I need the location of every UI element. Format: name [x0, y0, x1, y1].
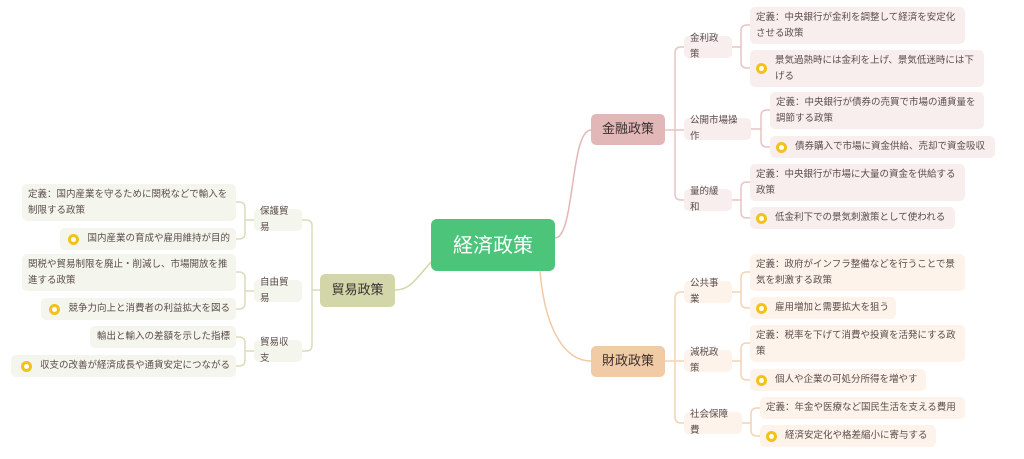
- tip-text: 低金利下での景気刺激策として使われる: [775, 212, 946, 223]
- tip-text: 収支の改善が経済成長や通貨安定につながる: [39, 360, 230, 371]
- sub-node[interactable]: 金利政策: [684, 33, 732, 60]
- sub-node[interactable]: 自由貿易: [254, 277, 302, 304]
- tip-text: 債券購入で市場に資金供給、売却で資金吸収: [795, 141, 986, 152]
- definition-node[interactable]: 輸出と輸入の差額を示した指標: [90, 326, 236, 348]
- main-node-trade[interactable]: 貿易政策: [320, 274, 395, 307]
- definition-node[interactable]: 関税や貿易制限を廃止・削減し、市場開放を推進する政策: [22, 254, 236, 291]
- tip-text: 個人や企業の可処分所得を増やす: [775, 374, 918, 385]
- tip-node[interactable]: 景気過熱時には金利を上げ、景気低迷時には下げる: [750, 50, 984, 87]
- tip-text: 景気過熱時には金利を上げ、景気低迷時には下げる: [775, 54, 974, 82]
- tip-node[interactable]: 債券購入で市場に資金供給、売却で資金吸収: [770, 136, 995, 158]
- lightbulb-icon: [756, 302, 767, 314]
- definition-node[interactable]: 定義：税率を下げて消費や投資を活発にする政策: [750, 325, 965, 362]
- sub-node[interactable]: 保護貿易: [254, 206, 302, 233]
- lightbulb-icon: [49, 303, 61, 315]
- sub-node[interactable]: 減税政策: [684, 347, 732, 374]
- tip-node[interactable]: 個人や企業の可処分所得を増やす: [750, 369, 926, 391]
- tip-text: 競争力向上と消費者の利益拡大を図る: [68, 303, 230, 314]
- definition-node[interactable]: 定義：国内産業を守るために関税などで輸入を制限する政策: [22, 184, 236, 221]
- tip-text: 経済安定化や格差縮小に寄与する: [785, 430, 928, 441]
- lightbulb-icon: [20, 360, 32, 372]
- tip-node[interactable]: 競争力向上と消費者の利益拡大を図る: [41, 298, 236, 320]
- lightbulb-icon: [756, 374, 767, 386]
- main-node-monetary[interactable]: 金融政策: [591, 114, 665, 145]
- root-node[interactable]: 経済政策: [431, 219, 555, 271]
- tip-text: 雇用増加と需要拡大を狙う: [775, 302, 890, 313]
- tip-node[interactable]: 低金利下での景気刺激策として使われる: [750, 207, 955, 229]
- lightbulb-icon: [756, 212, 767, 224]
- tip-node[interactable]: 国内産業の育成や雇用維持が目的: [60, 228, 236, 250]
- lightbulb-icon: [776, 141, 787, 153]
- lightbulb-icon: [766, 430, 777, 442]
- sub-node[interactable]: 公共事業: [684, 278, 732, 305]
- tip-node[interactable]: 雇用増加と需要拡大を狙う: [750, 297, 896, 319]
- main-node-fiscal[interactable]: 財政政策: [591, 346, 665, 377]
- sub-node[interactable]: 公開市場操作: [684, 115, 751, 142]
- sub-node[interactable]: 社会保障費: [684, 409, 742, 436]
- definition-node[interactable]: 定義：中央銀行が市場に大量の資金を供給する政策: [750, 164, 965, 201]
- definition-node[interactable]: 定義：政府がインフラ整備などを行うことで景気を刺激する政策: [750, 254, 965, 291]
- tip-node[interactable]: 収支の改善が経済成長や通貨安定につながる: [11, 355, 236, 377]
- tip-text: 国内産業の育成や雇用維持が目的: [87, 233, 230, 244]
- tip-node[interactable]: 経済安定化や格差縮小に寄与する: [760, 425, 936, 447]
- definition-node[interactable]: 定義：中央銀行が金利を調整して経済を安定化させる政策: [750, 7, 965, 44]
- definition-node[interactable]: 定義：中央銀行が債券の売買で市場の通貨量を調節する政策: [770, 92, 984, 129]
- lightbulb-icon: [756, 63, 767, 74]
- sub-node[interactable]: 貿易収支: [254, 337, 302, 364]
- lightbulb-icon: [68, 233, 80, 245]
- sub-node[interactable]: 量的緩和: [684, 186, 732, 213]
- definition-node[interactable]: 定義：年金や医療など国民生活を支える費用: [760, 397, 965, 419]
